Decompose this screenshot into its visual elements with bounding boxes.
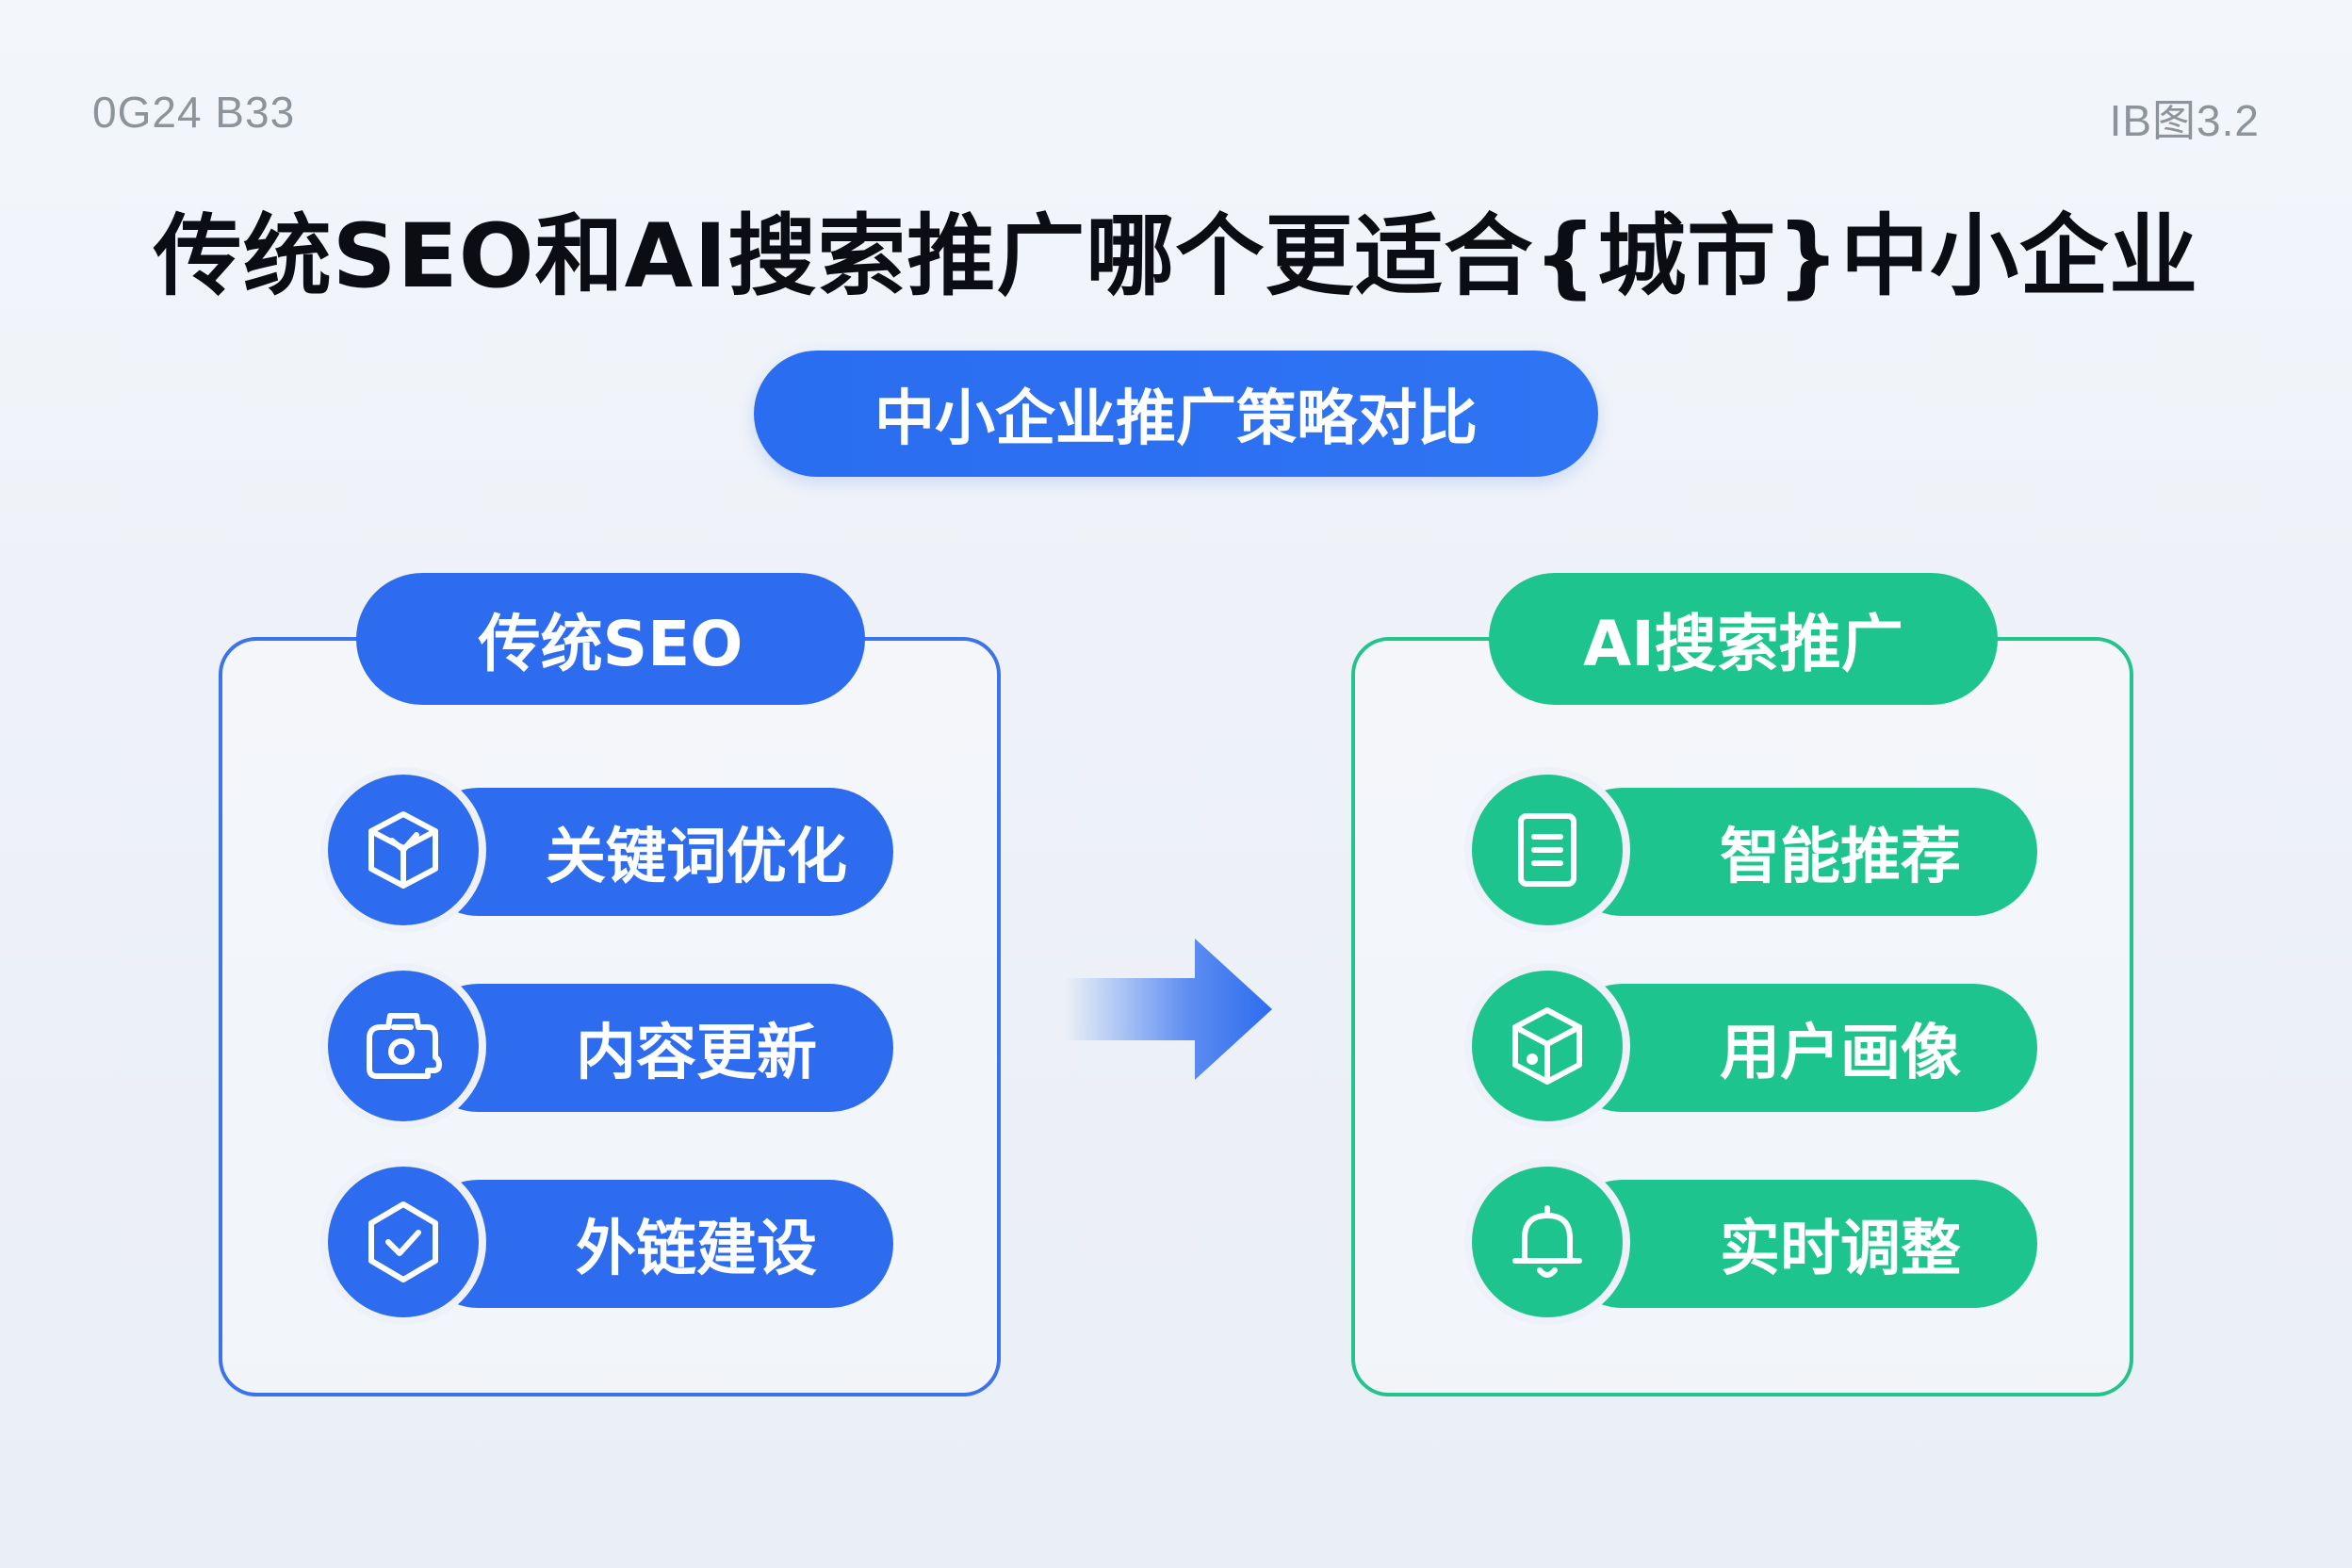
ai-search-header: AI搜索推广: [1489, 573, 1998, 705]
camera-icon: [320, 963, 486, 1129]
corner-tag-right: IB图3.2: [2109, 96, 2260, 145]
page-title: 传统SEO和AI搜索推广哪个更适合{城市}中小企业: [153, 205, 2199, 308]
item-label: 外链建设: [415, 1180, 893, 1308]
item-label: 实时调整: [1559, 1180, 2037, 1308]
item-label: 用户画像: [1559, 984, 2037, 1112]
cube-icon: [320, 767, 486, 933]
corner-tag-left: 0G24 B33: [92, 88, 296, 137]
item-label: 内容更新: [415, 984, 893, 1112]
item-label: 智能推荐: [1559, 788, 2037, 916]
traditional-seo-header: 传统SEO: [356, 573, 865, 705]
subtitle-pill: 中小企业推广策略对比: [754, 351, 1598, 477]
bell-icon: [1464, 1159, 1630, 1325]
item-label: 关键词优化: [415, 788, 893, 916]
document-icon: [1464, 767, 1630, 933]
shield-check-icon: [320, 1159, 486, 1325]
box-icon: [1464, 963, 1630, 1129]
arrow-right-icon: [1065, 939, 1272, 1080]
